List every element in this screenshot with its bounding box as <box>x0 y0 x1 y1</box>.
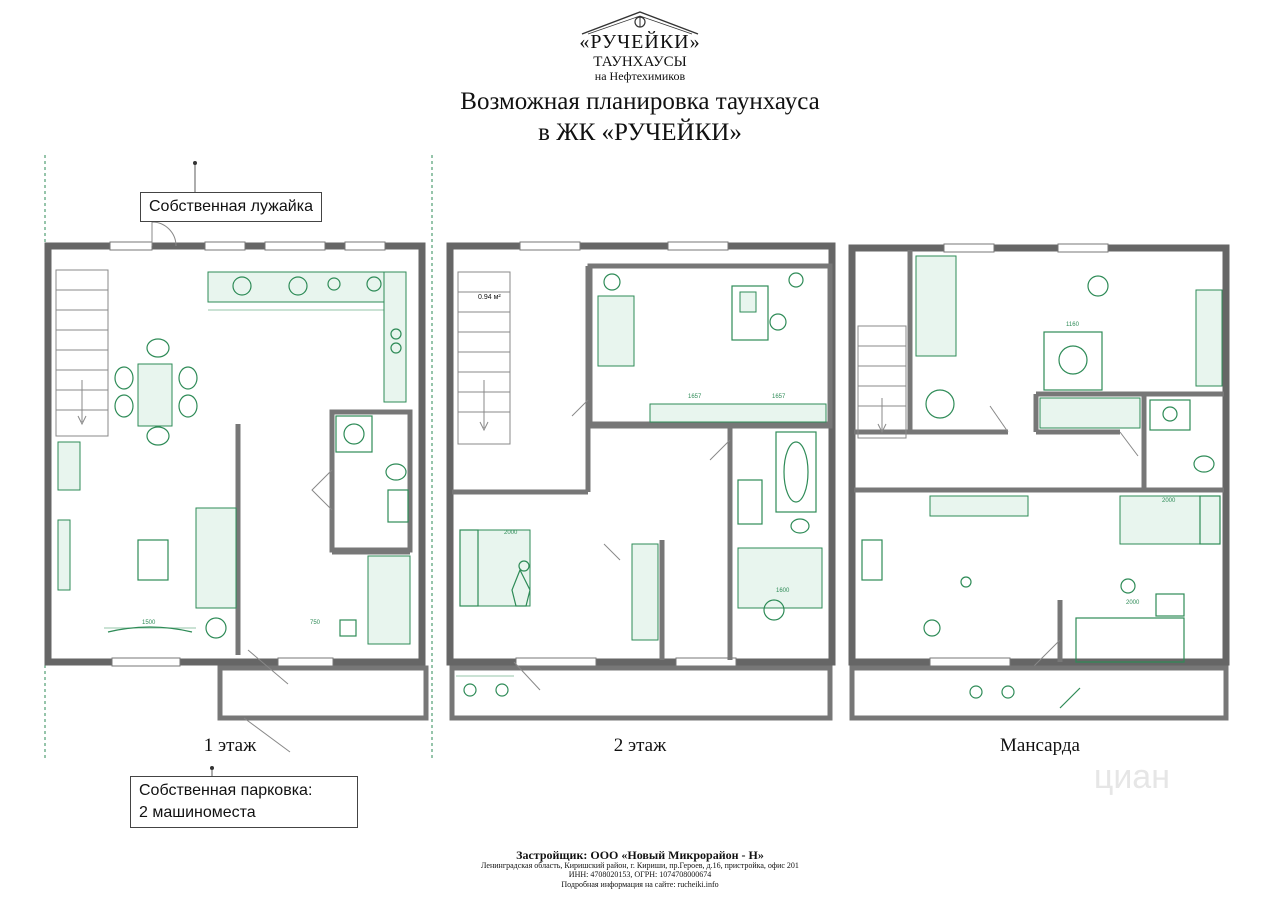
dim-stair-area: 0.94 м² <box>478 294 501 301</box>
footer-info: Подробная информация на сайте: rucheiki.… <box>561 880 719 889</box>
floor-1-dining-table <box>114 338 198 446</box>
attic-plan <box>848 243 1230 721</box>
floor-2-stair <box>457 271 511 445</box>
footer-address: Ленинградская область, Киришский район, … <box>481 861 799 870</box>
attic-label: Мансарда <box>1000 735 1080 756</box>
watermark: циан <box>1093 758 1170 796</box>
page-title: Возможная планировка таунхауса в ЖК «РУЧ… <box>340 86 940 148</box>
attic-stair <box>857 325 907 439</box>
floor-1-wardrobe <box>367 555 411 645</box>
footer-ids: ИНН: 4708020153, ОГРН: 1074708000674 <box>568 870 712 879</box>
logo-subtitle-location: на Нефтехимиков <box>594 69 686 83</box>
dim-1657-b: 1657 <box>772 394 786 400</box>
floor-1-label: 1 этаж <box>203 735 257 756</box>
floor-2-bathroom <box>737 431 817 534</box>
floor-1-piano <box>57 441 81 491</box>
floor-2-label: 2 этаж <box>613 735 667 756</box>
floor-2-wardrobe <box>631 543 659 641</box>
dim-1160: 1160 <box>1066 322 1079 328</box>
floor-2-plan <box>446 241 836 721</box>
lawn-callout: Собственная лужайка <box>140 192 322 222</box>
logo-house-icon <box>581 11 699 35</box>
dim-2000-c: 2000 <box>1126 600 1140 606</box>
logo-name: «РУЧЕЙКИ» <box>579 31 701 53</box>
dim-750: 750 <box>310 620 321 626</box>
parking-callout-line-2: 2 машиноместа <box>139 804 256 821</box>
attic-bedroom <box>861 495 1221 663</box>
attic-bathroom <box>1149 399 1215 473</box>
dim-2000: 2000 <box>504 530 518 536</box>
floor-2-study <box>597 272 827 423</box>
dim-1657-a: 1657 <box>688 394 702 400</box>
floor-1-stair <box>55 269 109 437</box>
title-line-1: Возможная планировка таунхауса <box>460 88 820 115</box>
parking-callout-line-1: Собственная парковка: <box>139 782 313 799</box>
floor-1-bathroom <box>335 415 409 523</box>
attic-kids-room <box>915 255 1223 429</box>
dim-1600: 1600 <box>776 588 790 594</box>
logo-subtitle: ТАУНХАУСЫ <box>593 54 687 70</box>
floor-2-bedroom <box>459 529 531 607</box>
parking-callout: Собственная парковка: 2 машиноместа <box>130 776 358 828</box>
dim-1500: 1500 <box>142 620 156 626</box>
floor-1-living <box>57 507 237 639</box>
floor-1-kitchen <box>207 271 407 403</box>
floor-2-dressing <box>737 547 823 609</box>
footer-developer: Застройщик: ООО «Новый Микрорайон - Н» <box>516 848 764 862</box>
dim-2000-b: 2000 <box>1162 498 1176 504</box>
title-line-2: в ЖК «РУЧЕЙКИ» <box>538 119 742 146</box>
floor-1-plan <box>44 221 429 753</box>
